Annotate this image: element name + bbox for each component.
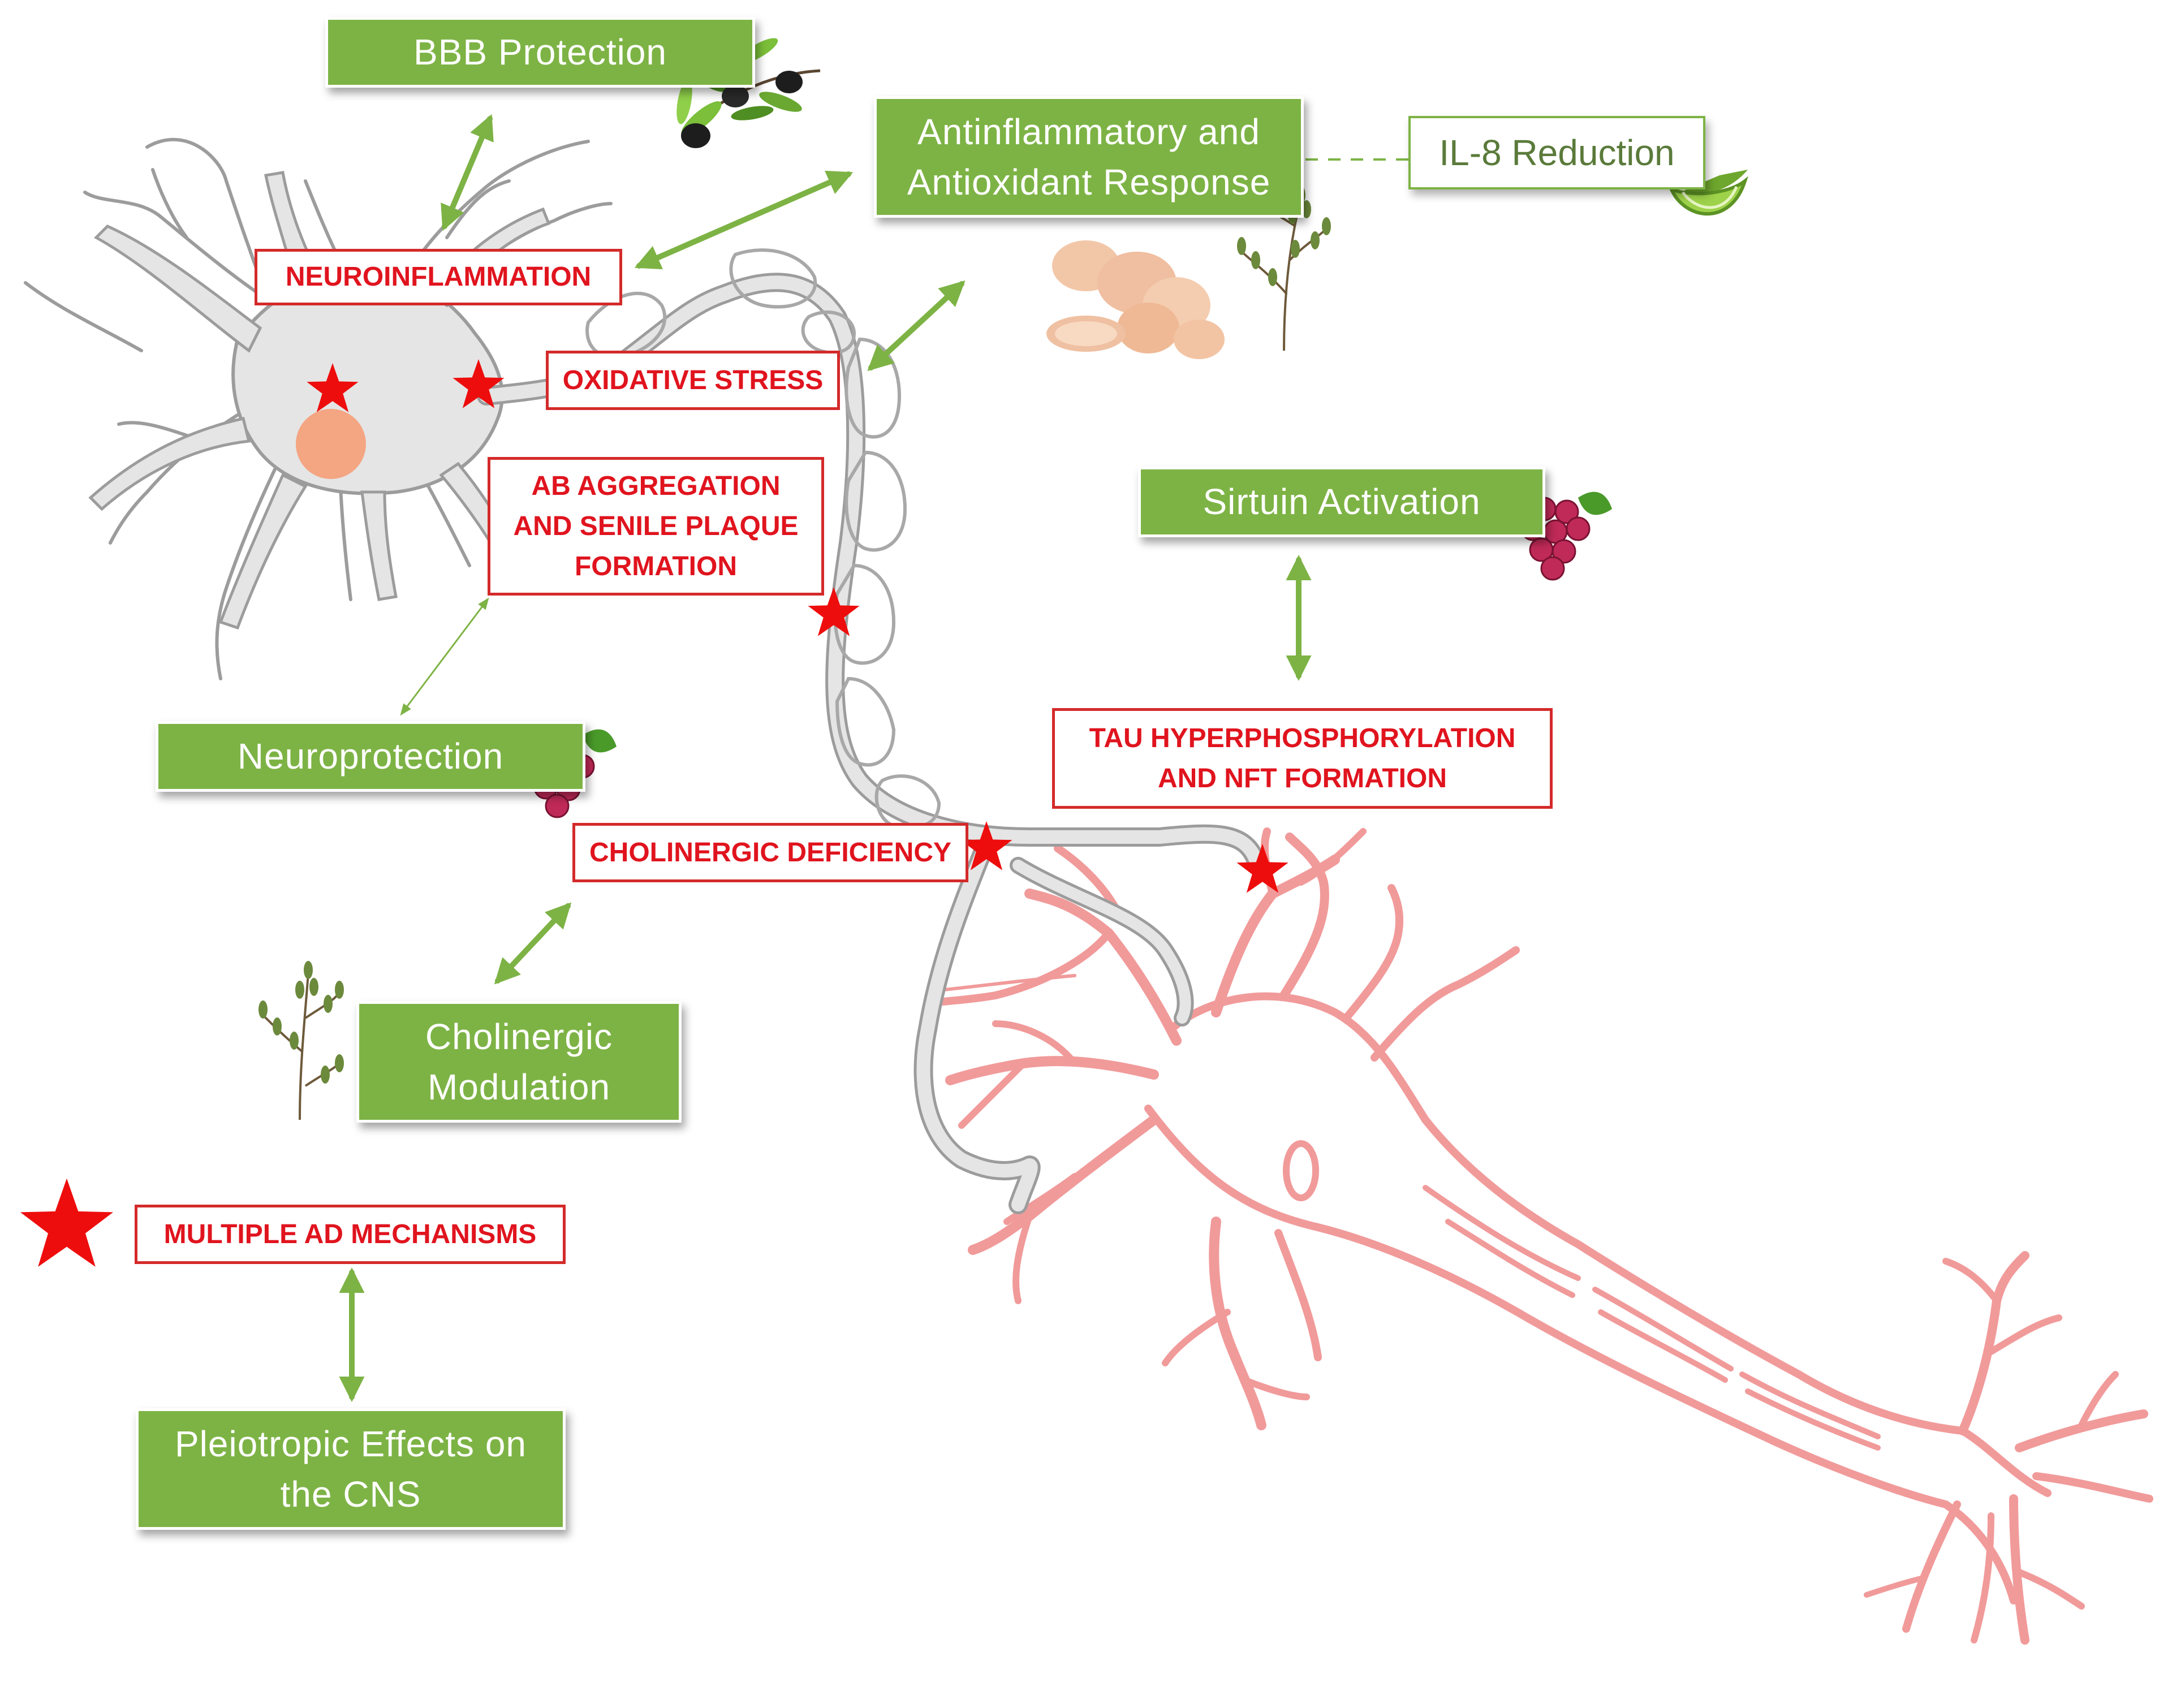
- cholinergic-modulation-label: Cholinergic Modulation: [425, 1016, 613, 1107]
- multiple-ad-mechanisms-box: MULTIPLE AD MECHANISMS: [135, 1205, 566, 1264]
- neuroinflammation-label: NEUROINFLAMMATION: [285, 262, 592, 292]
- ginger-icon: [1046, 240, 1225, 359]
- pleiotropic-effects-box: Pleiotropic Effects on the CNS: [136, 1408, 566, 1530]
- ab-aggregation-box: AB AGGREGATION AND SENILE PLAQUE FORMATI…: [488, 457, 824, 596]
- thin-arrow: [400, 597, 489, 716]
- pleiotropic-effects-label: Pleiotropic Effects on the CNS: [174, 1424, 527, 1515]
- oxidative-stress-box: OXIDATIVE STRESS: [546, 351, 840, 410]
- neuroprotection-box: Neuroprotection: [156, 721, 585, 792]
- bbb-protection-box: BBB Protection: [325, 17, 755, 88]
- antiinflammatory-box: Antinflammatory and Antioxidant Response: [874, 96, 1304, 218]
- thyme-icon: [1237, 186, 1331, 351]
- oxidative-stress-label: OXIDATIVE STRESS: [562, 365, 824, 395]
- cholinergic-deficiency-box: CHOLINERGIC DEFICIENCY: [572, 823, 968, 882]
- bbb-protection-label: BBB Protection: [413, 32, 667, 73]
- il8-reduction-label: IL-8 Reduction: [1439, 132, 1675, 173]
- cholinergic-deficiency-label: CHOLINERGIC DEFICIENCY: [589, 837, 952, 868]
- thyme-icon: [258, 961, 344, 1120]
- sirtuin-activation-label: Sirtuin Activation: [1203, 481, 1481, 523]
- star-icon: [20, 1178, 114, 1267]
- ab-aggregation-label: AB AGGREGATION AND SENILE PLAQUE FORMATI…: [513, 471, 799, 582]
- grapes-icon: [1520, 491, 1612, 581]
- il8-reduction-box: IL-8 Reduction: [1408, 116, 1705, 189]
- multiple-ad-mechanisms-label: MULTIPLE AD MECHANISMS: [163, 1219, 537, 1249]
- neuroprotection-label: Neuroprotection: [237, 736, 504, 777]
- damaged-neuron: [924, 827, 2153, 1645]
- nucleus: [296, 409, 366, 479]
- arrows: [339, 114, 1312, 1402]
- sirtuin-activation-box: Sirtuin Activation: [1138, 467, 1545, 537]
- cholinergic-modulation-box: Cholinergic Modulation: [356, 1001, 682, 1123]
- tau-hyperphosphorylation-box: TAU HYPERPHOSPHORYLATION AND NFT FORMATI…: [1052, 708, 1553, 809]
- neuroinflammation-box: NEUROINFLAMMATION: [255, 249, 622, 305]
- antiinflammatory-label: Antinflammatory and Antioxidant Response: [907, 111, 1271, 202]
- tau-hyperphosphorylation-label: TAU HYPERPHOSPHORYLATION AND NFT FORMATI…: [1089, 723, 1516, 793]
